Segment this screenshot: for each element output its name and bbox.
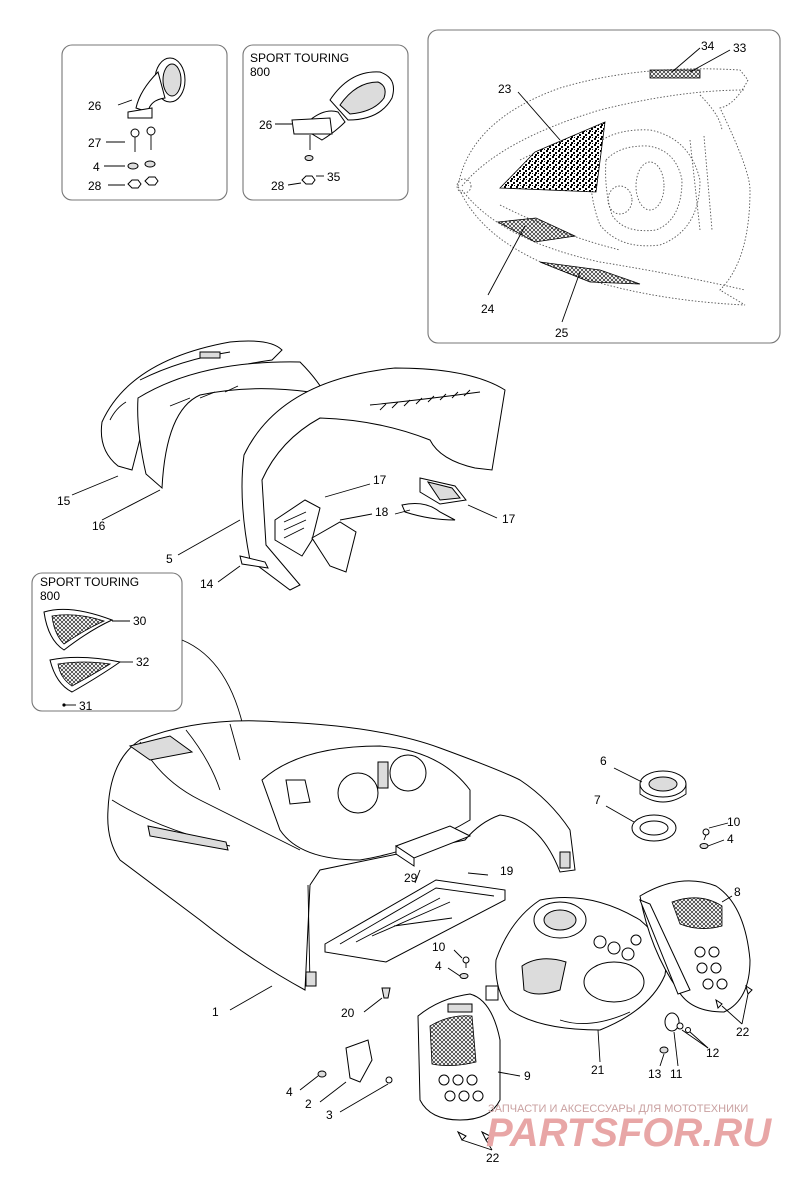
callout-4: 4 xyxy=(727,832,734,846)
callout-10: 10 xyxy=(727,815,741,829)
part-8-panel xyxy=(639,880,751,1013)
callout-30: 30 xyxy=(133,614,147,628)
decal-24 xyxy=(496,217,577,243)
callout-6: 6 xyxy=(600,754,607,768)
callout-17: 17 xyxy=(373,473,387,487)
callout-31: 31 xyxy=(79,699,93,713)
mirror-part xyxy=(127,57,186,119)
inset-mirror-standard: 26 27 4 28 xyxy=(61,44,228,201)
inset-title: SPORT TOURING xyxy=(40,575,139,589)
vent-30 xyxy=(43,608,114,651)
decal-25 xyxy=(539,261,641,285)
callout-2: 2 xyxy=(305,1097,312,1111)
callout-8: 8 xyxy=(734,885,741,899)
callout-20: 20 xyxy=(341,1006,355,1020)
part-6-ring xyxy=(639,770,687,803)
part-9-panel xyxy=(417,993,501,1121)
callout-4: 4 xyxy=(435,959,442,973)
callout-29: 29 xyxy=(404,871,418,885)
part-29-pad xyxy=(394,825,472,867)
inset-top-view: 23 24 25 34 33 xyxy=(427,29,781,344)
watermark-brand: PARTSFOR.RU xyxy=(486,1111,772,1155)
part-1-top-deck xyxy=(107,720,576,991)
callout-14: 14 xyxy=(200,577,214,591)
callout-3: 3 xyxy=(326,1108,333,1122)
callout-32: 32 xyxy=(136,655,150,669)
callout-22: 22 xyxy=(736,1025,750,1039)
inset-title: SPORT TOURING xyxy=(250,51,349,65)
callout-27: 27 xyxy=(88,136,102,150)
callout-22: 22 xyxy=(486,1151,500,1165)
callout-35: 35 xyxy=(327,170,341,184)
callout-12: 12 xyxy=(706,1046,720,1060)
callout-33: 33 xyxy=(733,41,747,55)
part-14-clip xyxy=(239,555,269,569)
callout-34: 34 xyxy=(701,39,715,53)
inset-vent-sport-touring: SPORT TOURING 800 30 32 31 xyxy=(31,572,183,713)
callout-10: 10 xyxy=(432,940,446,954)
callout-16: 16 xyxy=(92,519,106,533)
watermark: ЗАПЧАСТИ И АКСЕССУАРЫ ДЛЯ МОТОТЕХНИКИ PA… xyxy=(486,1103,772,1155)
mirror-screws xyxy=(127,126,159,189)
callout-25: 25 xyxy=(555,326,569,340)
callout-17: 17 xyxy=(502,512,516,526)
callout-28: 28 xyxy=(88,179,102,193)
callout-23: 23 xyxy=(498,82,512,96)
part-5-liner xyxy=(241,367,506,591)
callout-24: 24 xyxy=(481,302,495,316)
callout-4: 4 xyxy=(93,160,100,174)
part-2-latch xyxy=(317,1039,393,1084)
part-16-liner xyxy=(137,361,327,490)
callout-26: 26 xyxy=(259,118,273,132)
callout-19: 19 xyxy=(500,864,514,878)
part-17-vent-left xyxy=(274,499,321,557)
part-7-gasket xyxy=(631,814,677,842)
part-19-tray xyxy=(324,879,506,963)
mirror-sport-part xyxy=(291,71,394,185)
part-21-console xyxy=(485,897,667,1031)
callout-7: 7 xyxy=(594,793,601,807)
callout-15: 15 xyxy=(57,494,71,508)
decal-23 xyxy=(499,121,606,193)
part-15-liner xyxy=(100,340,283,471)
callout-26: 26 xyxy=(88,99,102,113)
callout-28: 28 xyxy=(271,179,285,193)
callout-4: 4 xyxy=(286,1085,293,1099)
callout-9: 9 xyxy=(524,1069,531,1083)
callout-11: 11 xyxy=(670,1067,683,1081)
callout-13: 13 xyxy=(648,1067,662,1081)
callout-5: 5 xyxy=(166,552,173,566)
inset-subtitle: 800 xyxy=(250,65,270,79)
inset-subtitle: 800 xyxy=(40,589,60,603)
callout-21: 21 xyxy=(591,1063,605,1077)
callout-1: 1 xyxy=(212,1005,219,1019)
inset-mirror-sport-touring: SPORT TOURING 800 26 35 28 xyxy=(242,44,409,201)
watermark-tagline: ЗАПЧАСТИ И АКСЕССУАРЫ ДЛЯ МОТОТЕХНИКИ xyxy=(488,1103,748,1115)
callout-18: 18 xyxy=(375,505,389,519)
vent-32 xyxy=(49,656,122,693)
part-18-duct xyxy=(311,503,456,573)
part-17-vent-right xyxy=(419,477,467,505)
decal-33-34 xyxy=(649,69,701,79)
